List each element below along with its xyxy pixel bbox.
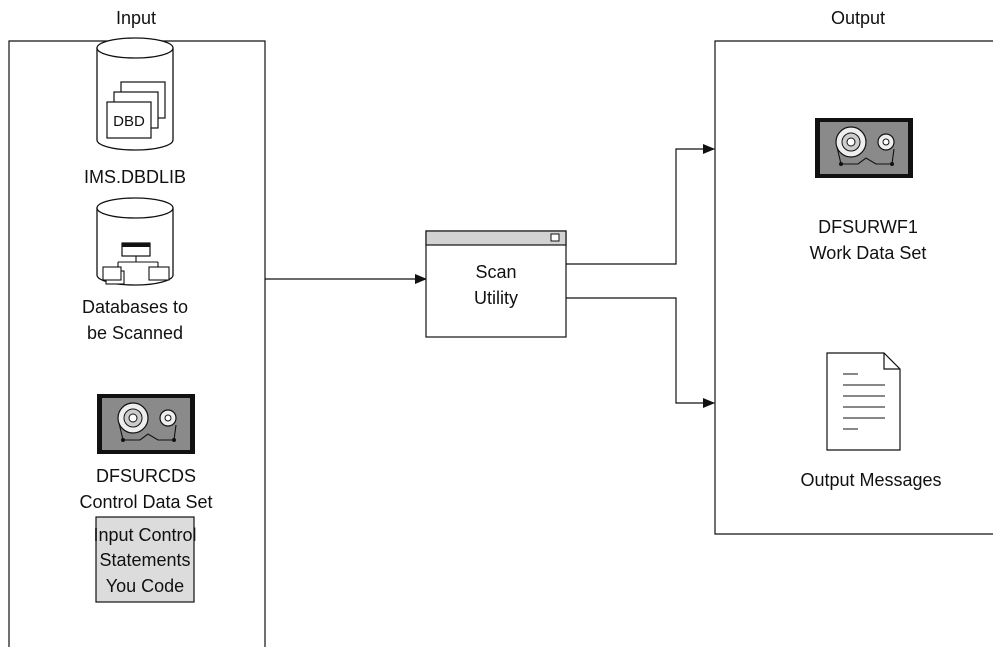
utility-to-messages-arrow (566, 297, 715, 408)
output-heading: Output (831, 8, 885, 28)
control-data-set-label-line2: Control Data Set (79, 492, 212, 512)
dbdlib-label: IMS.DBDLIB (84, 167, 186, 187)
input-heading: Input (116, 8, 156, 28)
scan-utility-window: Scan Utility (425, 230, 567, 338)
control-statements-line1: Input Control (93, 525, 196, 545)
control-statements-box: Input Control Statements You Code (93, 516, 197, 603)
databases-label-line1: Databases to (82, 297, 188, 317)
control-statements-line3: You Code (106, 576, 184, 596)
output-messages-label: Output Messages (800, 470, 941, 490)
utility-to-work-data-set-arrow (566, 144, 715, 265)
work-data-set-label-line1: DFSURWF1 (818, 217, 918, 237)
window-maximize-icon (550, 233, 560, 242)
databases-label-line2: be Scanned (87, 323, 183, 343)
scan-utility-line2: Utility (474, 288, 518, 308)
control-data-set-tape-icon (97, 394, 195, 454)
databases-icon (96, 197, 174, 286)
control-statements-line2: Statements (99, 550, 190, 570)
dbdlib-database-icon: DBD (96, 37, 174, 151)
scan-utility-line1: Scan (475, 262, 516, 282)
control-data-set-label-line1: DFSURCDS (96, 466, 196, 486)
output-panel (714, 40, 993, 535)
work-data-set-tape-icon (815, 118, 913, 178)
output-messages-document-icon (826, 352, 901, 451)
work-data-set-label-line2: Work Data Set (810, 243, 927, 263)
dbd-icon-label: DBD (113, 113, 145, 130)
